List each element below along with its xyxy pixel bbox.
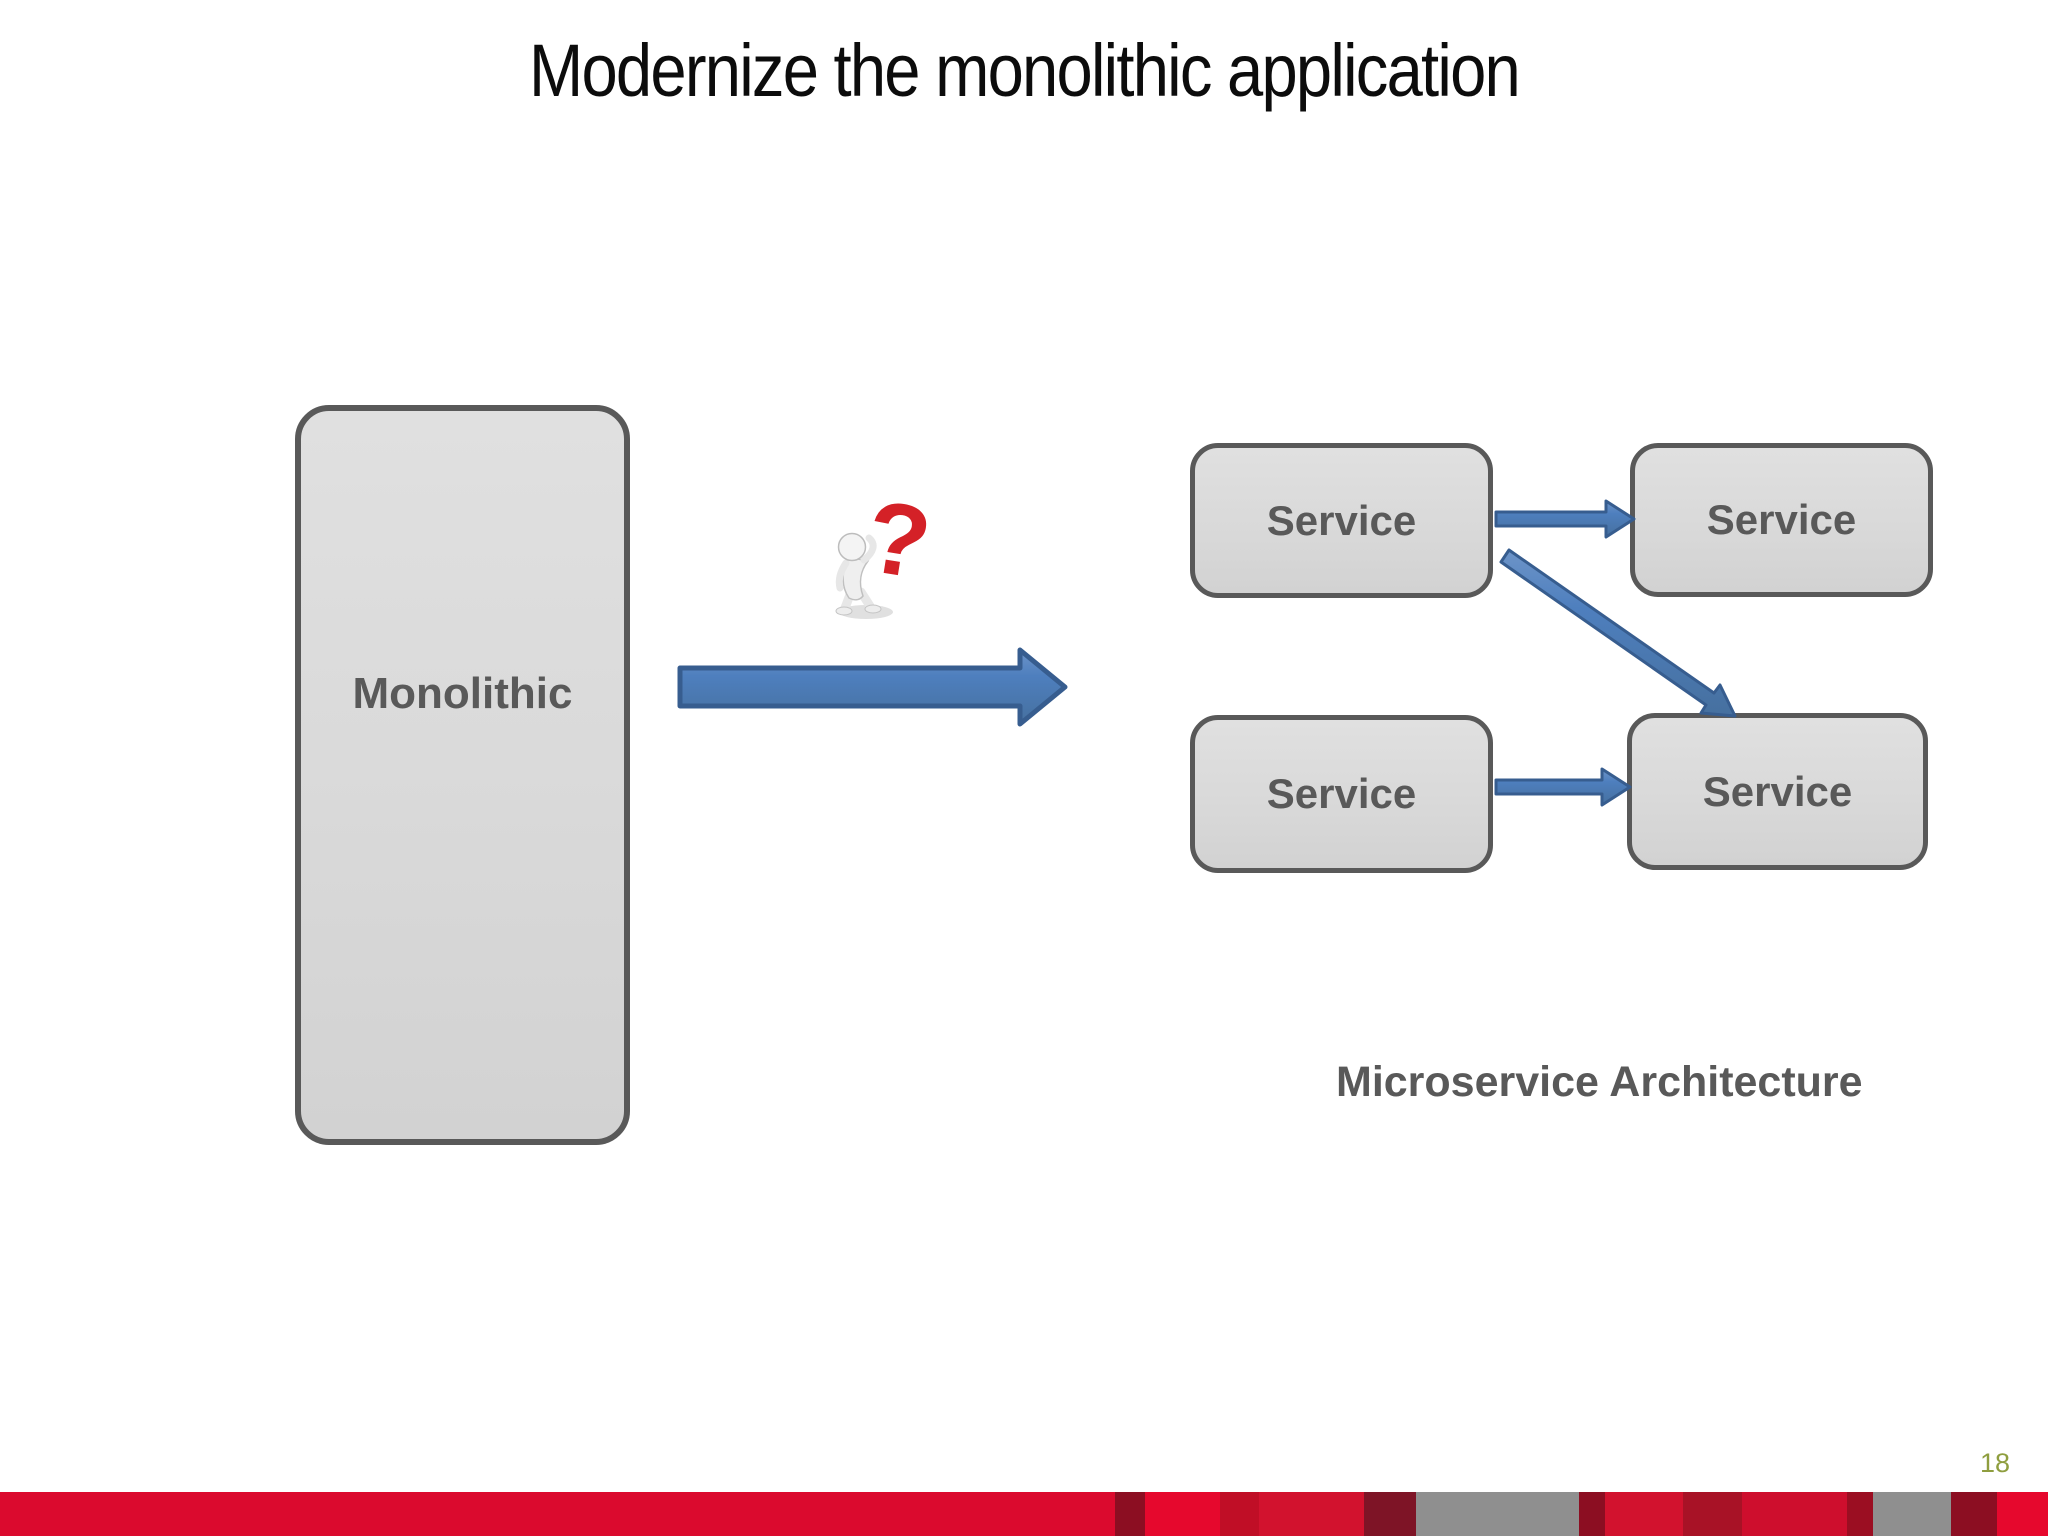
footer-bar-segment: [1579, 1492, 1605, 1536]
thinking-figure-icon: [835, 532, 893, 619]
service-box-top-left: Service: [1190, 443, 1493, 598]
footer-bar-segment: [1416, 1492, 1579, 1536]
footer-bar-segment: [1605, 1492, 1683, 1536]
monolith-box: Monolithic: [295, 405, 630, 1145]
service-box-bottom-left: Service: [1190, 715, 1493, 873]
footer-bar-segment: [1873, 1492, 1951, 1536]
connector-arrow-bottom: [1494, 767, 1632, 807]
service-box-bottom-right: Service: [1627, 713, 1928, 870]
footer-bar-segment: [1742, 1492, 1847, 1536]
footer-bar-segment: [1951, 1492, 1997, 1536]
footer-bar-segment: [1259, 1492, 1364, 1536]
service-box-top-right: Service: [1630, 443, 1933, 597]
service-label: Service: [1706, 496, 1857, 543]
footer-bar-segment: [1145, 1492, 1220, 1536]
footer-bar-segment: [0, 1492, 1115, 1536]
page-title: Modernize the monolithic application: [528, 29, 1521, 112]
big-right-arrow: [677, 647, 1068, 727]
page-number: 18: [1980, 1448, 2011, 1478]
question-mark-icon: ?: [859, 479, 938, 601]
service-label: Service: [1266, 496, 1417, 544]
footer-bar-segment: [1997, 1492, 2048, 1536]
footer-bar-segment: [1364, 1492, 1416, 1536]
microservice-caption: Microservice Architecture: [1336, 1058, 1863, 1106]
monolith-label: Monolithic: [352, 669, 573, 718]
service-label: Service: [1266, 770, 1417, 817]
footer-bar-segment: [1115, 1492, 1145, 1536]
footer-bar: [0, 1492, 2048, 1536]
footer-bar-segment: [1683, 1492, 1742, 1536]
footer-bar-segment: [1847, 1492, 1873, 1536]
footer-bar-segment: [1220, 1492, 1259, 1536]
connector-arrow-top: [1494, 499, 1636, 539]
service-label: Service: [1702, 767, 1853, 815]
